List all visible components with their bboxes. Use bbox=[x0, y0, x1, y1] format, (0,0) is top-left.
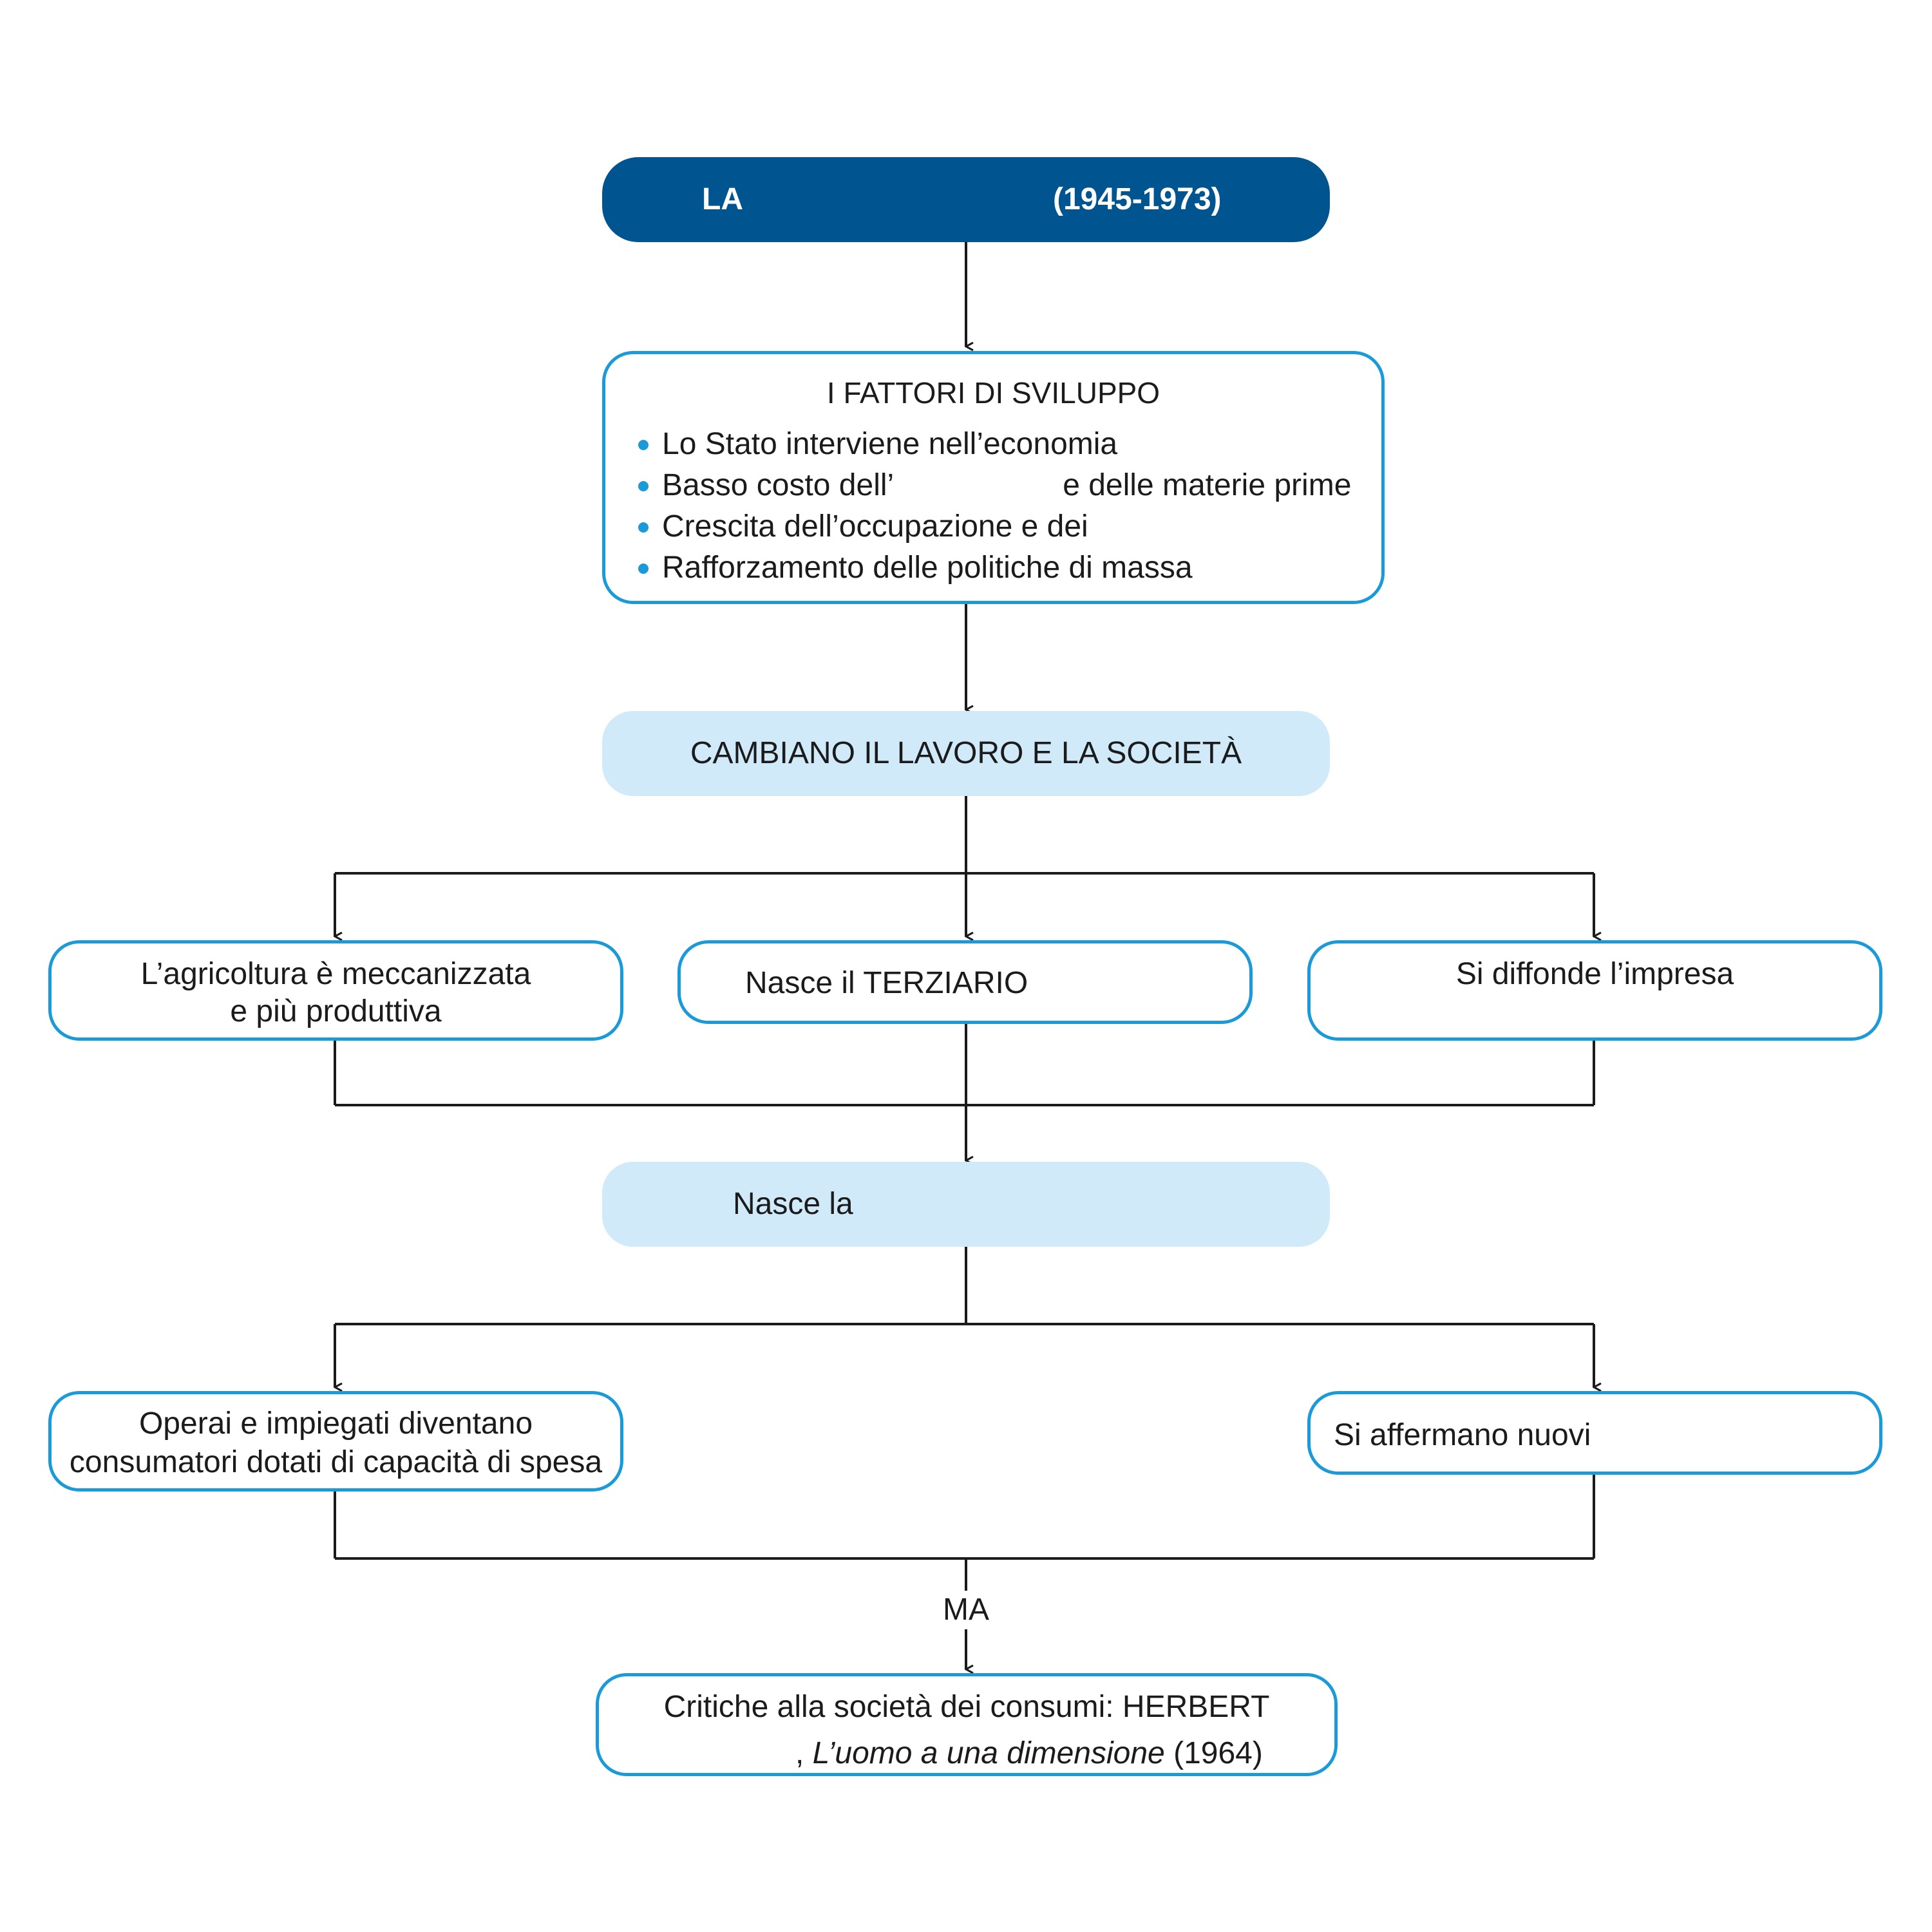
bullet-icon bbox=[638, 481, 649, 491]
factor-text-after: e delle materie prime bbox=[1063, 468, 1352, 502]
connector-label-ma: MA bbox=[902, 1591, 1030, 1629]
factors-list: Lo Stato interviene nell’economia Basso … bbox=[634, 424, 1351, 589]
critique-prefix: , bbox=[795, 1736, 813, 1770]
tertiary-label: Nasce il TERZIARIO bbox=[745, 966, 1028, 1000]
new-label: Si affermano nuovi bbox=[1334, 1418, 1591, 1452]
critique-line1: Critiche alla società dei consumi: HERBE… bbox=[663, 1690, 1270, 1724]
factor-text: Rafforzamento delle politiche di massa bbox=[662, 551, 1193, 585]
birth-label: Nasce la bbox=[733, 1187, 853, 1221]
factor-item: Basso costo dell’ e delle materie prime bbox=[634, 465, 1351, 506]
birth-box: Nasce la bbox=[602, 1162, 1330, 1247]
factor-item: Lo Stato interviene nell’economia bbox=[634, 424, 1351, 465]
workers-line2: consumatori dotati di capacità di spesa bbox=[69, 1445, 603, 1479]
enterprise-label: Si diffonde l’impresa bbox=[1455, 957, 1734, 991]
agriculture-box: L’agricoltura è meccanizzata e più produ… bbox=[48, 940, 623, 1041]
enterprise-box: Si diffonde l’impresa bbox=[1307, 940, 1882, 1041]
critique-book-title: L’uomo a una dimensione bbox=[812, 1736, 1165, 1770]
agriculture-line1: L’agricoltura è meccanizzata bbox=[140, 957, 531, 991]
changes-label: CAMBIANO IL LAVORO E LA SOCIETÀ bbox=[690, 736, 1242, 770]
bullet-icon bbox=[638, 522, 649, 533]
critique-year: (1964) bbox=[1173, 1736, 1263, 1770]
factor-item: Crescita dell’occupazione e dei bbox=[634, 506, 1351, 547]
factor-item: Rafforzamento delle politiche di massa bbox=[634, 547, 1351, 589]
new-box: Si affermano nuovi bbox=[1307, 1391, 1882, 1475]
title-years: (1945-1973) bbox=[1053, 182, 1222, 216]
factors-box: I FATTORI DI SVILUPPO Lo Stato intervien… bbox=[602, 351, 1385, 604]
critique-line2: , L’uomo a una dimensione (1964) bbox=[795, 1738, 1263, 1769]
workers-box: Operai e impiegati diventano consumatori… bbox=[48, 1391, 623, 1492]
factors-heading: I FATTORI DI SVILUPPO bbox=[826, 376, 1160, 410]
factor-text: Lo Stato interviene nell’economia bbox=[662, 427, 1118, 461]
critique-box: Critiche alla società dei consumi: HERBE… bbox=[596, 1673, 1338, 1776]
bullet-icon bbox=[638, 440, 649, 450]
bullet-icon bbox=[638, 564, 649, 574]
factor-text: Crescita dell’occupazione e dei bbox=[662, 509, 1088, 544]
tertiary-box: Nasce il TERZIARIO bbox=[677, 940, 1253, 1024]
factor-text-before: Basso costo dell’ bbox=[662, 468, 895, 502]
agriculture-line2: e più produttiva bbox=[230, 994, 442, 1028]
changes-box: CAMBIANO IL LAVORO E LA SOCIETÀ bbox=[602, 711, 1330, 796]
title-box: LA (1945-1973) bbox=[602, 157, 1330, 242]
workers-line1: Operai e impiegati diventano bbox=[138, 1406, 533, 1441]
title-prefix: LA bbox=[702, 182, 743, 216]
